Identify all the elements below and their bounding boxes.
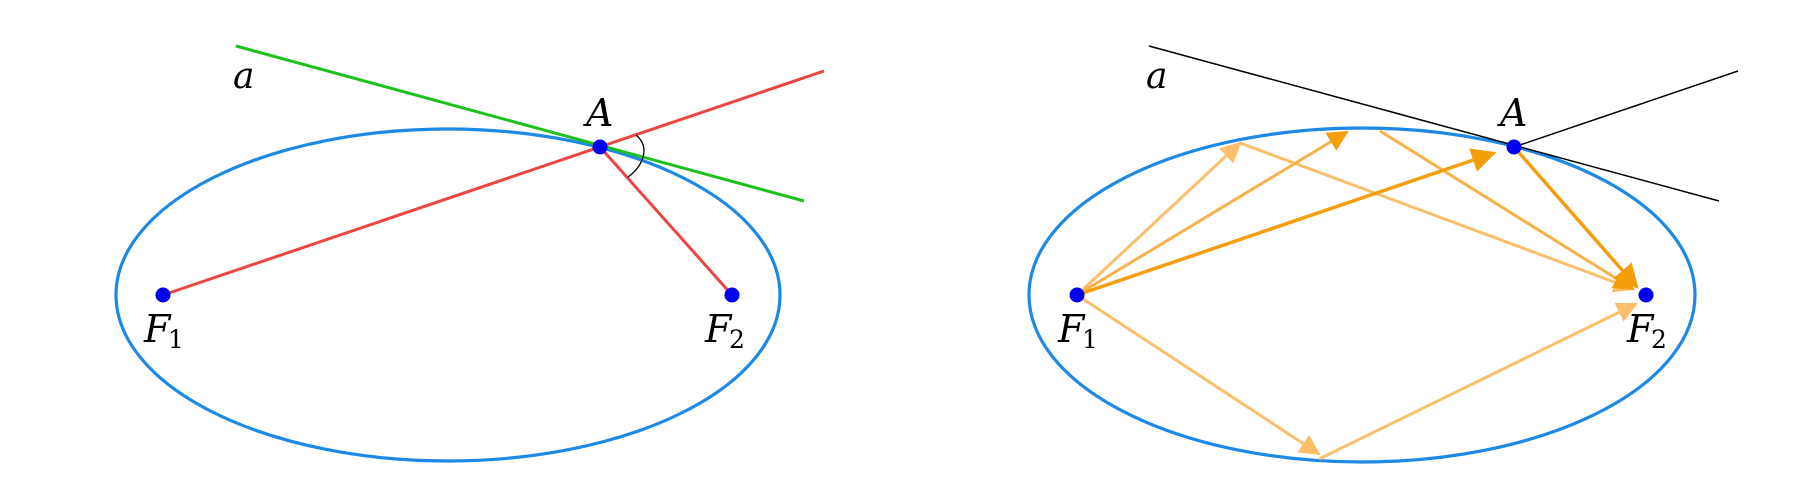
right-tangent-line — [1148, 45, 1720, 202]
left-focus1-sub: 1 — [168, 325, 184, 354]
left-focus1-label: F 1 — [143, 307, 184, 354]
left-tangent-line — [235, 44, 805, 203]
left-angle-arc-lower — [627, 159, 643, 178]
right-point-label: A — [1497, 91, 1527, 135]
left-focus2-sub: 2 — [729, 325, 745, 354]
right-point-a — [1506, 139, 1522, 155]
left-point-a — [592, 139, 608, 155]
left-focus2-main: F — [704, 307, 733, 351]
right-ray-f1-a — [1076, 148, 1497, 297]
left-focus2-label: F 2 — [704, 307, 745, 354]
left-tangent-label: a — [233, 56, 254, 97]
right-focus2-sub: 2 — [1651, 325, 1667, 354]
right-ray-f1-p2 — [1076, 130, 1349, 297]
right-ray-a-f2 — [1512, 145, 1639, 289]
right-ray-p3-f2 — [1318, 302, 1638, 461]
right-panel: a A F 1 F 2 — [1027, 45, 1739, 464]
left-ellipse — [114, 127, 782, 463]
right-focus-f2 — [1638, 287, 1654, 303]
right-ray-f1-p1 — [1075, 141, 1242, 297]
left-panel: a A F 1 F 2 — [114, 44, 825, 463]
right-focus2-main: F — [1626, 307, 1655, 351]
right-tangent-label: a — [1146, 56, 1167, 97]
right-ray-p1-f2 — [1239, 141, 1635, 293]
right-focus1-main: F — [1057, 307, 1086, 351]
right-focus2-label: F 2 — [1626, 307, 1667, 354]
left-angle-arc-upper — [635, 134, 645, 161]
left-point-label: A — [583, 91, 613, 135]
left-focus-f1 — [155, 287, 171, 303]
right-focus-f1 — [1069, 287, 1085, 303]
right-ellipse — [1027, 126, 1697, 464]
left-focal-line-f1 — [162, 69, 825, 297]
left-focus1-main: F — [143, 307, 172, 351]
right-focal-extension — [1513, 70, 1739, 148]
left-focal-line-f2 — [598, 146, 734, 296]
right-focus1-sub: 1 — [1082, 325, 1098, 354]
left-focus-f2 — [724, 287, 740, 303]
right-ray-p2-f2 — [1379, 129, 1635, 291]
right-focus1-label: F 1 — [1057, 307, 1098, 354]
right-ray-f1-p3 — [1076, 293, 1321, 456]
